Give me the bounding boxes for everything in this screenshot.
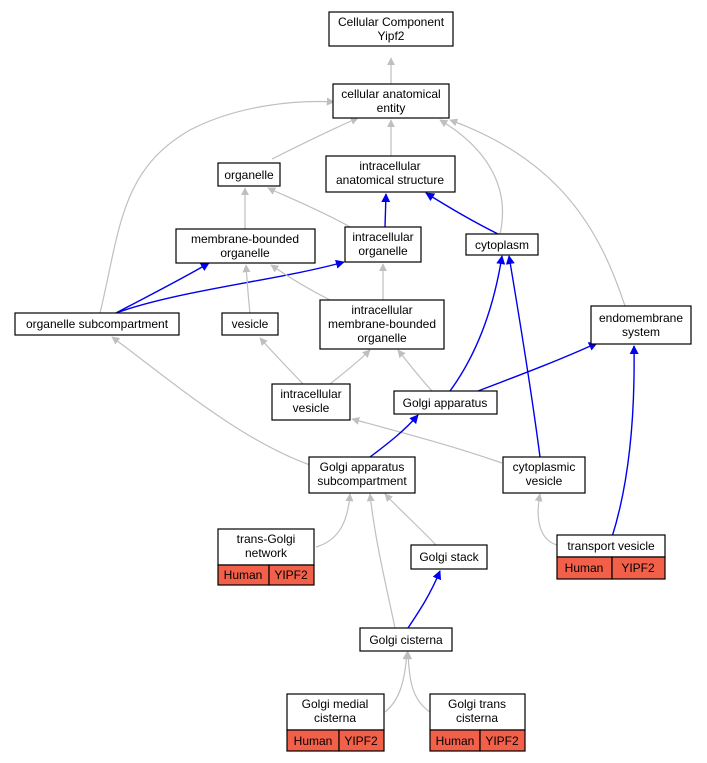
edge-organelle-to-cae — [271, 117, 359, 160]
edge-iv-to-imbo — [329, 349, 371, 385]
edge-gtrans-to-gcist — [404, 651, 431, 713]
node-organelle-subcompartment[interactable]: organelle subcompartment — [14, 312, 180, 336]
edge-gcist-to-gas — [366, 493, 396, 629]
node-transport-species: Human — [565, 561, 604, 575]
node-ias-line1: intracellular — [359, 159, 420, 173]
node-intracellular-organelle[interactable]: intracellular organelle — [344, 226, 422, 263]
node-transport-vesicle[interactable]: transport vesicle Human YIPF2 — [556, 534, 666, 580]
edge-cytoplasm-to-cae — [439, 119, 504, 235]
node-iv-line2: vesicle — [293, 401, 330, 415]
edge-orgsub-to-cae — [99, 97, 335, 314]
edge-gcist-to-gstack — [407, 570, 442, 629]
node-root[interactable]: Cellular Component Yipf2 — [328, 11, 454, 47]
edge-gmedial-to-gcist — [384, 651, 411, 713]
edge-cytoplasm-to-ias — [425, 192, 499, 235]
node-io-line1: intracellular — [352, 230, 413, 244]
node-golgi-stack[interactable]: Golgi stack — [410, 544, 488, 570]
node-cytoplasmic-vesicle[interactable]: cytoplasmic vesicle — [502, 456, 586, 494]
edge-transport-to-endomembrane — [611, 345, 639, 538]
edge-gas-to-golgi — [369, 414, 419, 458]
node-ias-line2: anatomical structure — [336, 173, 444, 187]
node-gas-line1: Golgi apparatus — [320, 460, 405, 474]
node-root-line2: Yipf2 — [378, 29, 405, 43]
node-golgi-cisterna[interactable]: Golgi cisterna — [359, 627, 453, 652]
edge-gstack-to-gas — [384, 493, 437, 546]
node-cae-line2: entity — [377, 101, 406, 115]
node-gtrans-line1: Golgi trans — [448, 697, 506, 711]
nodes: Cellular Component Yipf2 cellular anatom… — [14, 11, 692, 752]
node-tgn-gene: YIPF2 — [274, 568, 308, 582]
node-endomembrane-system[interactable]: endomembrane system — [590, 305, 692, 345]
node-membrane-bounded-organelle[interactable]: membrane-bounded organelle — [175, 228, 316, 264]
edge-golgi-to-imbo — [397, 349, 433, 392]
node-transport-gene: YIPF2 — [621, 561, 655, 575]
node-endomembrane-line2: system — [622, 325, 660, 339]
edge-cytovesicle-to-iv — [351, 417, 503, 464]
edge-io-to-ias — [381, 193, 391, 228]
node-cellular-anatomical-entity[interactable]: cellular anatomical entity — [332, 83, 450, 119]
node-organelle-line1: organelle — [224, 168, 274, 182]
edges — [99, 57, 639, 713]
node-golgi-apparatus[interactable]: Golgi apparatus — [393, 390, 498, 415]
node-cytovesicle-line2: vesicle — [526, 474, 563, 488]
edge-transport-to-cytovesicle — [534, 493, 558, 546]
edge-cytovesicle-to-cytoplasm — [505, 255, 541, 458]
node-golgi-medial-cisterna[interactable]: Golgi medial cisterna Human YIPF2 — [286, 693, 385, 752]
node-gmedial-line2: cisterna — [314, 711, 356, 725]
annotation-gene-badge — [611, 556, 666, 580]
node-organelle[interactable]: organelle — [217, 162, 281, 187]
node-gtrans-species: Human — [436, 734, 475, 748]
node-gtrans-gene: YIPF2 — [485, 734, 519, 748]
node-cytoplasm[interactable]: cytoplasm — [465, 233, 539, 256]
node-golgi-line1: Golgi apparatus — [403, 396, 488, 410]
node-gmedial-gene: YIPF2 — [344, 734, 378, 748]
node-vesicle[interactable]: vesicle — [221, 312, 279, 336]
edge-golgi-to-cytoplasm — [449, 255, 506, 392]
node-golgi-apparatus-subcompartment[interactable]: Golgi apparatus subcompartment — [308, 456, 416, 494]
edge-tgn-to-gas — [315, 493, 354, 548]
node-trans-golgi-network[interactable]: trans-Golgi network Human YIPF2 — [217, 528, 315, 586]
node-io-line2: organelle — [358, 244, 408, 258]
edge-gas-to-orgsub — [111, 336, 311, 466]
node-tgn-species: Human — [224, 568, 263, 582]
node-transport-line1: transport vesicle — [567, 539, 655, 553]
node-intracellular-vesicle[interactable]: intracellular vesicle — [271, 383, 351, 421]
node-cytoplasm-line1: cytoplasm — [475, 238, 529, 252]
node-gcist-line1: Golgi cisterna — [369, 633, 443, 647]
node-orgsub-line1: organelle subcompartment — [26, 317, 169, 331]
node-vesicle-line1: vesicle — [232, 317, 269, 331]
node-golgi-trans-cisterna[interactable]: Golgi trans cisterna Human YIPF2 — [429, 693, 526, 752]
edge-orgsub-to-mbo — [115, 262, 210, 314]
edge-io-to-organelle — [267, 187, 351, 228]
node-gas-line2: subcompartment — [317, 474, 407, 488]
node-endomembrane-line1: endomembrane — [599, 311, 683, 325]
node-tgn-line2: network — [245, 546, 288, 560]
edge-iv-to-vesicle — [259, 337, 304, 385]
annotation-gene-badge — [268, 564, 315, 586]
node-gtrans-line2: cisterna — [456, 711, 498, 725]
node-mbo-line1: membrane-bounded — [191, 232, 299, 246]
node-gmedial-line1: Golgi medial — [302, 697, 369, 711]
annotation-gene-badge — [479, 729, 526, 752]
node-cae-line1: cellular anatomical — [341, 87, 440, 101]
node-imbo-line1: intracellular — [351, 303, 412, 317]
edge-endomembrane-to-cae — [449, 118, 626, 307]
edge-vesicle-to-mbo — [242, 264, 251, 314]
node-gstack-line1: Golgi stack — [419, 550, 479, 564]
annotation-gene-badge — [338, 729, 385, 752]
node-gmedial-species: Human — [294, 734, 333, 748]
edge-golgi-to-endomembrane — [477, 342, 598, 392]
node-mbo-line2: organelle — [220, 246, 270, 260]
node-imbo-line3: organelle — [357, 331, 407, 345]
node-intracellular-membrane-bounded-organelle[interactable]: intracellular membrane-bounded organelle — [319, 299, 445, 350]
node-root-line1: Cellular Component — [338, 15, 445, 29]
node-intracellular-anatomical-structure[interactable]: intracellular anatomical structure — [325, 155, 456, 193]
edge-imbo-to-mbo — [270, 264, 331, 301]
node-cytovesicle-line1: cytoplasmic — [513, 460, 576, 474]
node-tgn-line1: trans-Golgi — [237, 532, 296, 546]
node-imbo-line2: membrane-bounded — [328, 317, 436, 331]
node-iv-line1: intracellular — [280, 387, 341, 401]
edge-orgsub-to-io — [115, 259, 345, 314]
